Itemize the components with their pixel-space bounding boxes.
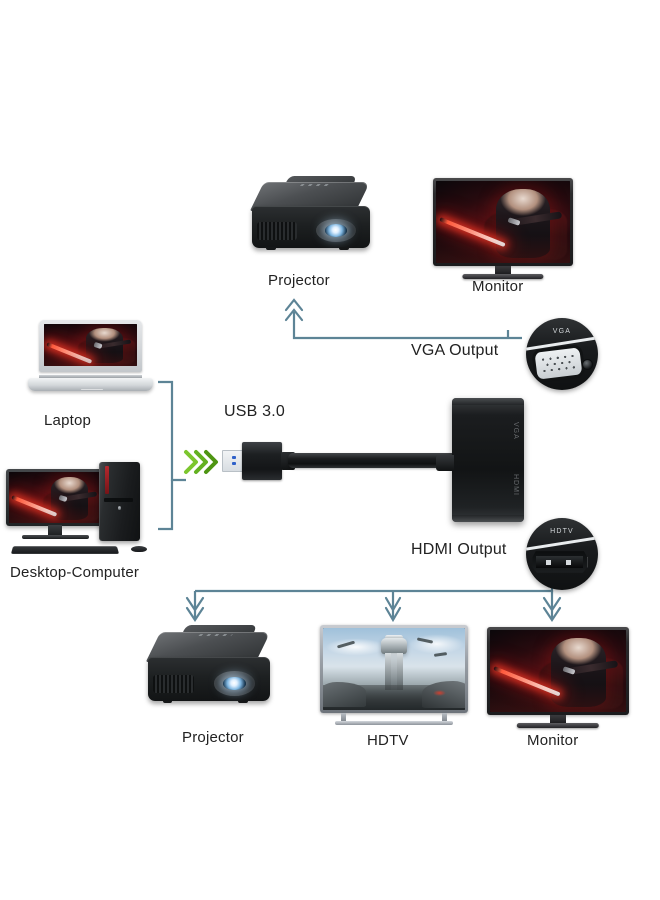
projector-lens-ring xyxy=(213,671,256,696)
adapter-top-cap xyxy=(452,398,524,405)
screen-artwork-saber xyxy=(490,630,626,712)
hdtv-screen xyxy=(323,628,465,710)
device-monitor-bottom xyxy=(487,627,629,728)
label-desktop-computer: Desktop-Computer xyxy=(10,564,140,581)
vga-port-closeup: VGA xyxy=(526,318,598,390)
usb-pin-upper xyxy=(231,456,236,460)
desktop-monitor-base xyxy=(22,534,90,540)
adapter-side-label-vga: VGA xyxy=(512,422,519,440)
green-chevron-icon xyxy=(184,450,218,474)
desktop-mouse xyxy=(130,545,147,553)
screen-artwork-saber xyxy=(44,324,137,366)
device-desktop-computer xyxy=(6,462,166,554)
projector-buttons xyxy=(299,184,334,187)
projector-foot-left xyxy=(266,247,276,250)
device-hdtv xyxy=(320,625,468,725)
hdmi-closeup-text: HDTV xyxy=(550,528,574,536)
projector-foot-left xyxy=(162,700,173,704)
arrow-head-monitor-bottom xyxy=(542,606,562,622)
monitor-top-neck xyxy=(495,266,511,276)
hdmi-closeup-divider xyxy=(526,535,598,553)
monitor-top-screen xyxy=(436,181,570,263)
hdtv-stand-bar xyxy=(334,721,454,725)
vga-connector xyxy=(534,347,583,380)
desktop-monitor-neck xyxy=(47,524,62,536)
hdmi-port-closeup: HDTV xyxy=(526,518,598,590)
arrow-head-monitor-bottom-2 xyxy=(542,596,562,612)
projector-lens-ring xyxy=(315,219,356,243)
usb-cable xyxy=(288,453,458,468)
projector-foot-right xyxy=(238,700,249,704)
adapter-side-label-hdmi: HDMI xyxy=(512,474,519,496)
projector-lens-glass xyxy=(223,676,247,691)
hdmi-contact-right xyxy=(566,560,572,565)
laptop-screen xyxy=(44,324,137,366)
laptop-trackpad xyxy=(80,389,103,390)
desktop-monitor xyxy=(6,469,106,527)
label-projector-top: Projector xyxy=(268,272,330,289)
label-laptop: Laptop xyxy=(44,412,92,429)
screen-artwork-walker xyxy=(323,628,465,710)
monitor-top-base xyxy=(462,274,544,279)
projector-vent xyxy=(152,674,195,694)
device-projector-bottom xyxy=(145,625,271,708)
wire-vga-bus xyxy=(292,312,522,340)
adapter-bottom-cap xyxy=(452,515,524,522)
arrow-head-projector-bottom-2 xyxy=(185,596,205,612)
label-monitor-bottom: Monitor xyxy=(527,732,579,749)
screen-artwork-saber xyxy=(436,181,570,263)
device-projector-top xyxy=(249,175,370,254)
wire-hdmi-bus xyxy=(195,572,554,593)
monitor-bottom-screen xyxy=(490,630,626,712)
label-hdtv: HDTV xyxy=(367,732,409,749)
label-projector-bottom: Projector xyxy=(182,729,244,746)
projector-lens-glass xyxy=(324,224,347,238)
hdtv-leg-right xyxy=(442,713,448,722)
arrow-head-hdtv-bottom-2 xyxy=(384,596,402,613)
monitor-bottom-neck xyxy=(550,715,566,725)
label-vga-output: VGA Output xyxy=(411,342,499,359)
hdmi-slot xyxy=(536,555,584,568)
arrow-head-hdtv-bottom xyxy=(384,606,402,623)
usb-to-vga-hdmi-adapter: VGA HDMI xyxy=(436,398,524,522)
usb-3-connector xyxy=(222,442,296,480)
projector-buttons xyxy=(196,634,233,637)
tower-power-button xyxy=(117,506,122,511)
projector-body xyxy=(148,657,270,704)
usb-pin-lower xyxy=(231,462,236,466)
laptop-hinge xyxy=(39,375,142,379)
desktop-keyboard xyxy=(11,546,120,554)
screen-artwork-saber xyxy=(9,472,103,524)
arrow-head-vga-projector-2 xyxy=(284,298,304,312)
projector-vent xyxy=(256,222,297,240)
hdtv-leg-left xyxy=(340,713,346,722)
label-hdmi-output: HDMI Output xyxy=(411,541,507,558)
projector-foot-right xyxy=(339,247,349,250)
vga-pins xyxy=(539,351,578,375)
tower-red-stripe xyxy=(104,465,109,495)
vga-closeup-text: VGA xyxy=(552,328,572,336)
usb-shell xyxy=(242,442,283,480)
laptop-deck xyxy=(28,378,153,391)
desktop-screen xyxy=(9,472,103,524)
device-laptop xyxy=(28,320,153,392)
arrow-head-projector-bottom xyxy=(185,606,205,622)
arrow-head-vga-projector xyxy=(284,308,304,322)
projector-body xyxy=(252,205,370,250)
laptop-lid xyxy=(39,320,142,372)
label-monitor-top: Monitor xyxy=(472,278,524,295)
device-monitor-top xyxy=(433,178,573,279)
adapter-cable-stub xyxy=(436,455,454,472)
desktop-tower xyxy=(98,462,141,542)
hdmi-connector xyxy=(532,551,588,573)
tower-drive-bay xyxy=(103,498,133,502)
vga-screw xyxy=(582,359,593,370)
usb-tongue xyxy=(222,450,244,472)
hdmi-contact-left xyxy=(545,560,551,565)
label-usb-3-0: USB 3.0 xyxy=(224,403,285,420)
monitor-bottom-base xyxy=(516,723,600,728)
